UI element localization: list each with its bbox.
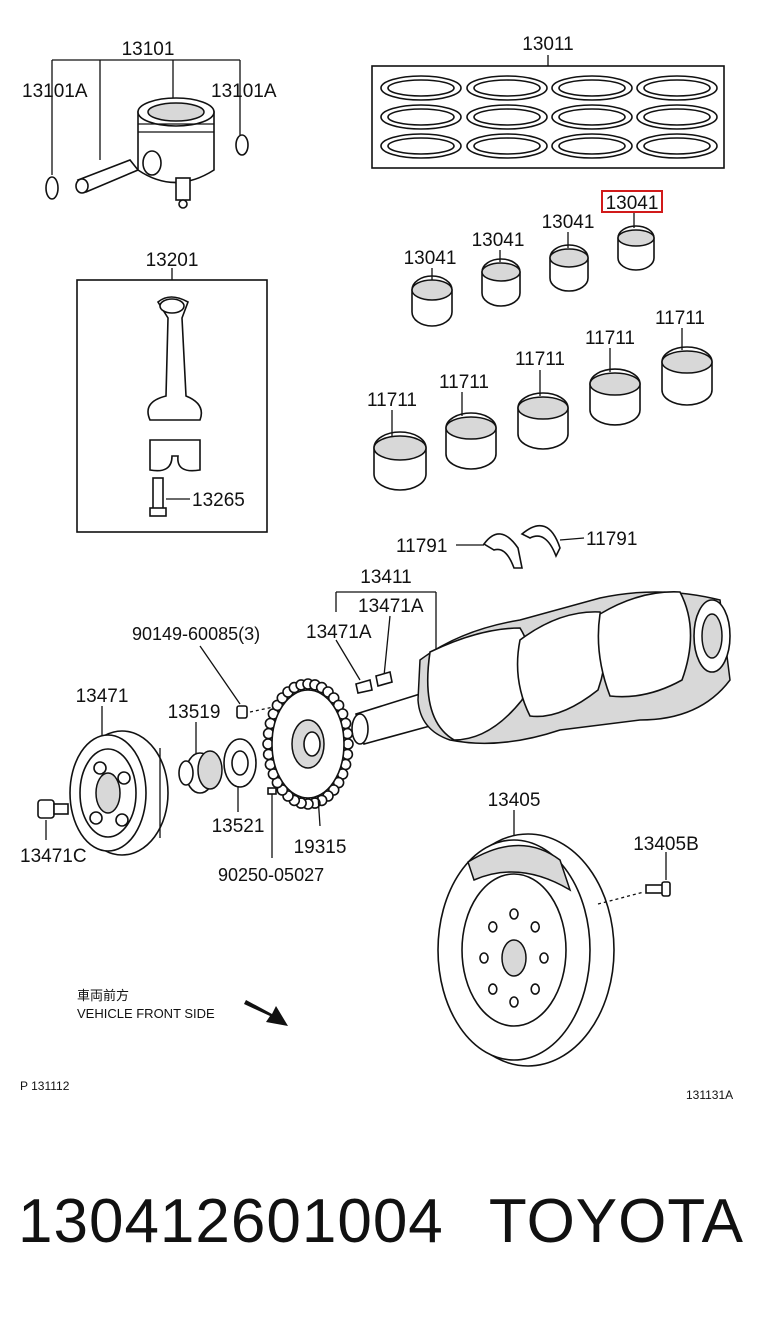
label-13101: 13101 [122, 39, 175, 60]
bolt-90149[interactable] [199, 645, 279, 719]
flywheel-hole [509, 908, 519, 920]
label-11711-4: 11711 [585, 328, 635, 349]
snap-ring-right [235, 134, 249, 156]
label-13405b: 13405B [633, 834, 699, 855]
label-11711-2: 11711 [439, 372, 489, 393]
snap-ring-left [45, 176, 59, 200]
label-90250: 90250-05027 [218, 865, 324, 885]
piston-ring-inner [387, 79, 455, 97]
label-13101a-right: 13101A [211, 81, 277, 102]
label-90149: 90149-60085(3) [132, 624, 260, 644]
piston-pin [75, 159, 140, 194]
highlight-box [601, 190, 663, 213]
piston-ring-inner [643, 79, 711, 97]
bearing-1 [411, 275, 453, 327]
label-13041-a: 13041 [404, 248, 457, 269]
crankshaft[interactable] [335, 591, 731, 745]
bearing-4 [617, 225, 655, 271]
page-ref: P 131112 [20, 1079, 70, 1093]
ring-set[interactable] [371, 55, 725, 169]
label-13265: 13265 [192, 490, 245, 511]
piston-ring-inner [387, 137, 455, 155]
label-11791-right: 11791 [586, 529, 637, 550]
piston-ring-inner [473, 108, 541, 126]
piston-ring-inner [558, 137, 626, 155]
piston-ring-inner [473, 79, 541, 97]
bearing-3 [549, 244, 589, 292]
label-13041-highlight: 13041 [606, 193, 659, 214]
piston-ring-inner [643, 108, 711, 126]
label-11711-5: 11711 [655, 308, 705, 329]
pulley-bolt[interactable] [37, 799, 69, 840]
label-13471a-lower: 13471A [306, 622, 372, 643]
flywheel-hole [487, 921, 498, 933]
flywheel-hole [530, 983, 541, 995]
connecting-rod[interactable] [76, 268, 268, 533]
flywheel-bolt[interactable] [597, 852, 671, 905]
piston-ring-inner [558, 79, 626, 97]
flywheel-hole [539, 952, 549, 964]
footer: 130412601004 TOYOTA [0, 1180, 760, 1290]
flywheel-hole [530, 921, 541, 933]
label-13521: 13521 [212, 816, 265, 837]
rod-bearings[interactable] [411, 212, 655, 327]
main-bearing-3 [517, 392, 569, 450]
flywheel-hole [479, 952, 489, 964]
label-13041-b: 13041 [472, 230, 525, 251]
piston-ring-inner [643, 137, 711, 155]
label-11791-left: 11791 [396, 536, 447, 557]
spacer-13519[interactable] [178, 722, 223, 794]
label-11711-1: 11711 [367, 390, 417, 411]
label-13519: 13519 [168, 702, 221, 723]
figure-ref: 131131A [686, 1088, 733, 1102]
label-13471a-upper: 13471A [358, 596, 424, 617]
label-19315: 19315 [294, 837, 347, 858]
main-bearing-4 [589, 368, 641, 426]
label-13405: 13405 [488, 790, 541, 811]
label-11711-3: 11711 [515, 349, 565, 370]
flywheel[interactable] [437, 810, 615, 1067]
gear-13521[interactable] [223, 738, 257, 812]
label-13101a-left: 13101A [22, 81, 88, 102]
label-13471: 13471 [76, 686, 129, 707]
flywheel-hole [509, 996, 519, 1008]
label-13041-c: 13041 [542, 212, 595, 233]
main-bearing-2 [445, 412, 497, 470]
bearing-2 [481, 258, 521, 307]
thrust-washers[interactable] [456, 524, 585, 569]
piston-assembly[interactable] [45, 59, 249, 209]
timing-plate[interactable] [262, 678, 354, 858]
front-note-jp: 車両前方 [77, 988, 129, 1003]
front-arrow-icon [244, 1000, 288, 1026]
label-13471c: 13471C [20, 846, 87, 867]
piston-ring-inner [558, 108, 626, 126]
main-bearing-5 [661, 346, 713, 406]
piston-ring-inner [387, 108, 455, 126]
label-13411: 13411 [360, 567, 411, 588]
front-note-en: VEHICLE FRONT SIDE [77, 1006, 215, 1021]
brand-name: TOYOTA [488, 1187, 744, 1256]
flywheel-hole [487, 983, 498, 995]
part-number: 130412601004 [18, 1187, 444, 1256]
main-bearing-1 [373, 431, 427, 491]
parts-diagram: 13101 13101A 13101A 13011 13201 13265 13… [20, 34, 733, 1102]
label-13201: 13201 [146, 250, 199, 271]
crank-pulley[interactable] [69, 706, 169, 856]
piston-ring-inner [473, 137, 541, 155]
label-13011: 13011 [522, 34, 573, 55]
piston [137, 97, 215, 209]
main-bearings[interactable] [373, 328, 713, 491]
